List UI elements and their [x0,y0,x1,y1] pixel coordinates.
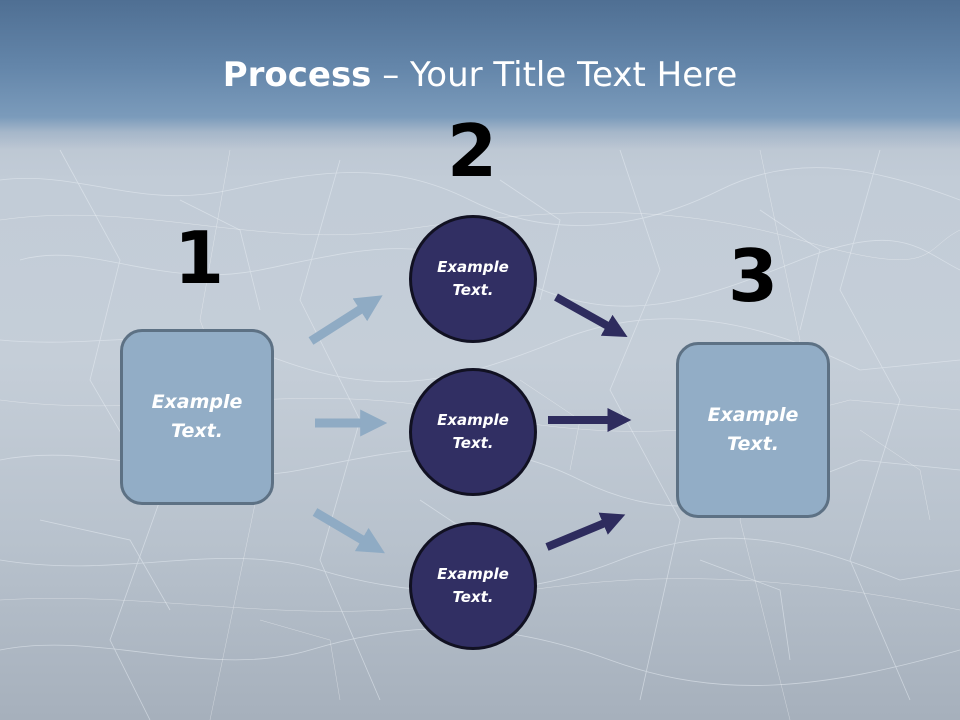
title-banner [0,0,960,150]
process-circle-middle: Example Text. [409,368,537,496]
arrow-top-to-right [554,293,628,338]
arrow-left-to-top [308,295,383,345]
title-bold: Process [222,55,372,95]
step-number-1: 1 [173,216,225,300]
step-number-2: 2 [446,109,498,193]
arrow-left-to-bottom [312,508,385,554]
slide-title: Process – Your Title Text Here [0,52,960,98]
process-circle-bottom: Example Text. [409,522,537,650]
title-rest: – Your Title Text Here [371,55,738,95]
left-process-box: Example Text. [120,329,274,505]
circle-middle-text: Example Text. [437,411,509,452]
step-number-3: 3 [727,234,779,318]
arrow-bottom-to-right [545,512,626,551]
right-box-text: Example Text. [707,404,799,455]
circle-top-text: Example Text. [437,258,509,299]
left-box-text: Example Text. [151,391,243,442]
right-process-box: Example Text. [676,342,830,518]
circle-bottom-text: Example Text. [437,565,509,606]
process-circle-top: Example Text. [409,215,537,343]
